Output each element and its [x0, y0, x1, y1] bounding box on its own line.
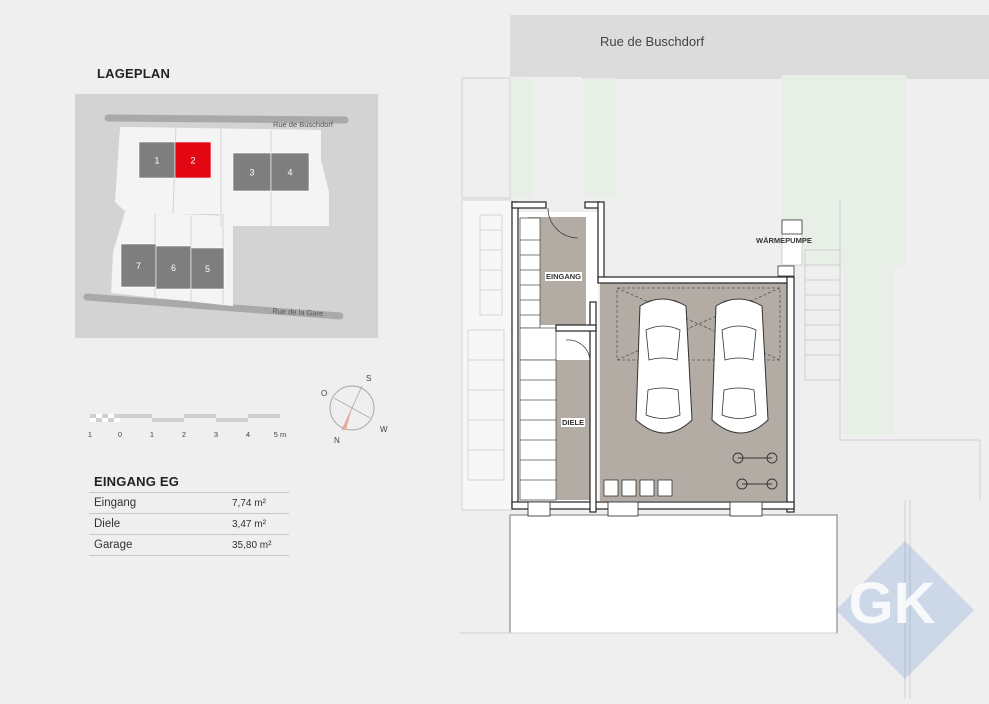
- lot-label: 6: [171, 263, 176, 273]
- car-icon: [711, 298, 769, 434]
- compass-label-o: O: [321, 389, 327, 398]
- street-top-label: Rue de Buschdorf: [273, 120, 334, 129]
- floor-plan: EINGANG DIELE WÄRMEPUMPE: [430, 0, 989, 699]
- door-swing: [547, 207, 579, 239]
- street-bottom-label: Rue de la Gare: [272, 306, 323, 318]
- scale-tick-label: 1: [88, 430, 92, 439]
- compass-label-n: N: [334, 436, 340, 444]
- room-area-table: Eingang 7,74 m² Diele 3,47 m² Garage 35,…: [89, 492, 289, 556]
- room-area: 35,80 m²: [232, 540, 272, 551]
- green-strip: [511, 78, 533, 198]
- diele-label: DIELE: [561, 418, 586, 427]
- lot-5: [190, 247, 225, 290]
- lot-label: 4: [287, 168, 292, 178]
- street-bottom: [83, 293, 344, 320]
- room-name: Diele: [94, 518, 121, 530]
- car-icon: [635, 298, 693, 434]
- room-name: Garage: [94, 539, 133, 551]
- lot-3: [232, 152, 272, 192]
- bicycle-icon: [732, 452, 778, 490]
- lot-label: 2: [190, 156, 195, 166]
- logo-text: GK: [849, 571, 936, 636]
- garage-door-outline: [616, 287, 781, 361]
- heat-pump-unit: [781, 219, 803, 235]
- scale-tick-label: 5 m: [274, 430, 287, 439]
- staircase: [519, 217, 557, 501]
- compass-label-s: S: [366, 374, 371, 383]
- room-row-garage: Garage 35,80 m²: [89, 534, 289, 556]
- lot-label: 3: [249, 168, 254, 178]
- walls: [511, 201, 795, 513]
- eingang-label: EINGANG: [545, 272, 583, 281]
- room-row-diele: Diele 3,47 m²: [89, 513, 289, 534]
- scale-bar-segments: [90, 414, 280, 422]
- lot-2: [174, 141, 212, 179]
- lot-label: 5: [205, 264, 210, 274]
- neighbour-left: [461, 199, 513, 511]
- waermepumpe-label: WÄRMEPUMPE: [756, 236, 812, 245]
- terrace-area: [509, 514, 838, 634]
- compass: O S W N: [316, 372, 388, 445]
- street-top: [104, 114, 349, 124]
- logo-diamond: [836, 541, 974, 679]
- lot-label: 7: [136, 261, 141, 271]
- lot-6: [155, 245, 192, 290]
- lageplan-title: LAGEPLAN: [97, 66, 171, 81]
- lot-4: [270, 152, 310, 192]
- room-area: 3,47 m²: [232, 519, 266, 530]
- north-arrow-icon: [342, 408, 352, 430]
- lot-7: [120, 243, 157, 288]
- compass-label-w: W: [380, 425, 388, 434]
- street-name-label: Rue de Buschdorf: [600, 34, 705, 49]
- street-area: [510, 15, 989, 77]
- room-row-eingang: Eingang 7,74 m²: [89, 492, 289, 513]
- lots-group: 1 2 3 4 7 6 5: [120, 141, 310, 290]
- gk-logo: GK: [830, 535, 980, 685]
- eingang-eg-title: EINGANG EG: [94, 474, 180, 489]
- room-name: Eingang: [94, 497, 137, 509]
- scale-bar: 1 0 1 2 3 4 5 m: [86, 410, 296, 450]
- scale-tick-label: 1: [150, 430, 154, 439]
- scale-tick-label: 0: [118, 430, 122, 439]
- scale-tick-label: 4: [246, 430, 250, 439]
- diele-room-floor: [556, 360, 590, 500]
- windows: [527, 501, 763, 517]
- scale-tick-label: 2: [182, 430, 186, 439]
- green-strip: [585, 78, 615, 198]
- scale-tick-label: 3: [214, 430, 218, 439]
- lot-label: 1: [154, 156, 159, 166]
- neighbour-outlines: [461, 77, 981, 699]
- green-area: [844, 195, 894, 435]
- bins: [603, 479, 673, 497]
- room-area: 7,74 m²: [232, 498, 266, 509]
- site-plan-map: 1 2 3 4 7 6 5 Rue de Buschdorf Rue de la Gare: [75, 94, 378, 338]
